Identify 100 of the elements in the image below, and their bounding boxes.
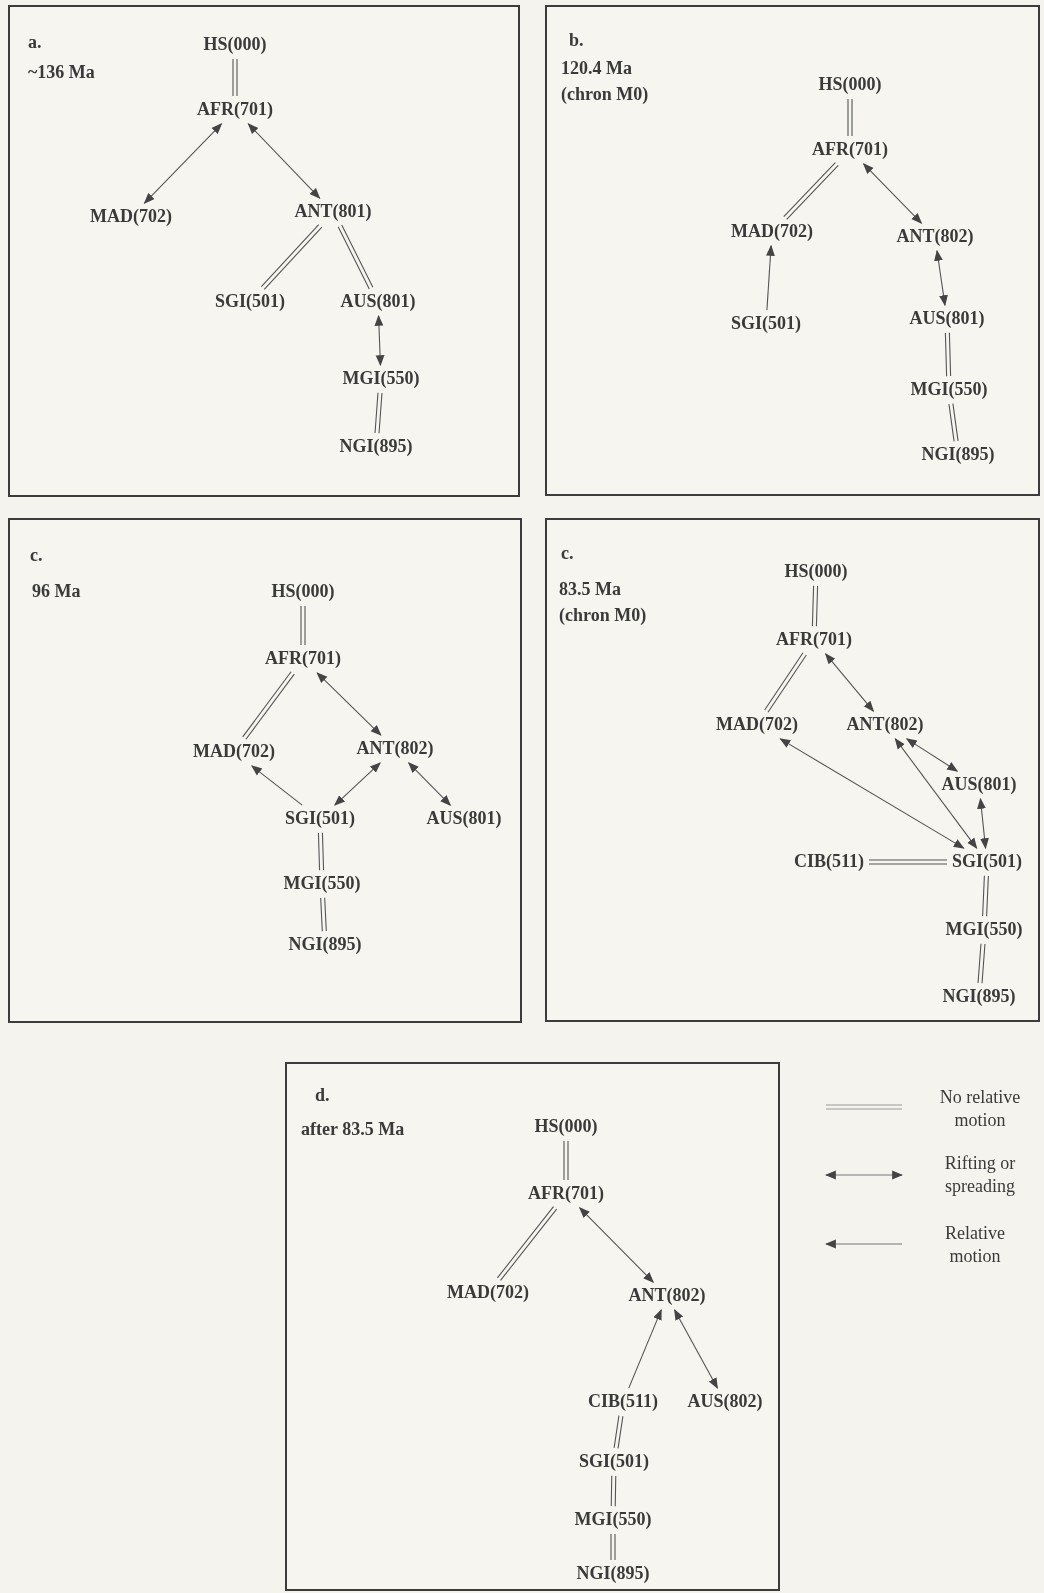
arrow <box>674 1308 718 1390</box>
plate-label: MAD(702) <box>714 714 800 736</box>
double-line <box>232 58 238 97</box>
plate-label: HS(000) <box>532 1116 600 1138</box>
plate-label: AUS(801) <box>424 808 504 830</box>
arrow <box>316 672 382 736</box>
plate-label: CIB(511) <box>792 851 866 873</box>
age-label: 96 Ma <box>32 580 81 603</box>
plate-label: NGI(895) <box>574 1563 652 1585</box>
plate-label: ANT(802) <box>354 738 436 760</box>
age-label: 120.4 Ma (chron M0) <box>561 57 650 107</box>
plate-label: NGI(895) <box>919 444 997 466</box>
arrow <box>894 738 978 849</box>
plate-label: ANT(801) <box>292 201 374 223</box>
plate-label: NGI(895) <box>940 986 1018 1008</box>
plate-label: AFR(701) <box>774 629 854 651</box>
plate-label: SGI(501) <box>950 851 1024 873</box>
plate-label: MAD(702) <box>88 206 174 228</box>
double-line <box>613 1415 624 1449</box>
plate-label: AUS(802) <box>685 1391 765 1413</box>
plate-label: MGI(550) <box>908 379 990 401</box>
plate-label: SGI(501) <box>577 1451 651 1473</box>
plate-label: SGI(501) <box>283 808 357 830</box>
arrow <box>250 765 303 806</box>
arrow <box>628 1308 662 1389</box>
plate-label: AFR(701) <box>195 99 275 121</box>
plate-label: ANT(802) <box>844 714 926 736</box>
plate-label: ANT(802) <box>626 1285 708 1307</box>
double-line <box>260 224 323 290</box>
age-label: after 83.5 Ma <box>301 1118 405 1141</box>
plate-label: ANT(802) <box>894 226 976 248</box>
double-line <box>337 224 374 290</box>
arrow <box>779 738 965 849</box>
double-line <box>610 1533 616 1561</box>
arrow <box>143 123 223 204</box>
panel-label: c. <box>30 544 43 567</box>
double-line <box>320 897 327 932</box>
plate-label: AUS(801) <box>907 308 987 330</box>
panel-label: a. <box>28 31 42 54</box>
arrow <box>905 738 959 772</box>
age-label: 83.5 Ma (chron M0) <box>559 578 648 628</box>
panel-frame <box>8 518 522 1023</box>
plate-label: HS(000) <box>201 34 269 56</box>
plate-label: MAD(702) <box>191 741 277 763</box>
double-line <box>847 98 853 137</box>
double-line <box>764 652 807 713</box>
plate-label: MAD(702) <box>445 1282 531 1304</box>
double-line <box>610 1475 617 1507</box>
panel-frame <box>285 1062 780 1591</box>
plate-label: NGI(895) <box>337 436 415 458</box>
double-line <box>300 605 306 646</box>
arrow <box>407 762 452 806</box>
plate-label: HS(000) <box>816 74 884 96</box>
plate-label: MGI(550) <box>340 368 422 390</box>
panel-label: b. <box>569 29 584 52</box>
double-line <box>563 1140 569 1181</box>
plate-label: HS(000) <box>782 561 850 583</box>
panel-frame <box>545 5 1040 496</box>
arrow <box>334 762 381 806</box>
plate-label: AFR(701) <box>263 648 343 670</box>
arrow <box>934 249 948 307</box>
panel-label: d. <box>315 1084 330 1107</box>
arrow <box>824 653 875 712</box>
double-line <box>783 161 839 221</box>
panel-frame <box>8 5 520 497</box>
plate-label: AUS(801) <box>338 291 418 313</box>
plate-label: MGI(550) <box>572 1509 654 1531</box>
plate-label: MAD(702) <box>729 221 815 243</box>
plate-label: AUS(801) <box>939 774 1019 796</box>
plate-label: SGI(501) <box>729 313 803 335</box>
arrow <box>247 123 321 199</box>
double-line <box>374 392 383 434</box>
plate-label: SGI(501) <box>213 291 287 313</box>
plate-label: AFR(701) <box>526 1183 606 1205</box>
panel-label: c. <box>561 542 574 565</box>
plate-label: MGI(550) <box>281 873 363 895</box>
plate-label: HS(000) <box>269 581 337 603</box>
plate-label: NGI(895) <box>286 934 364 956</box>
plate-label: AFR(701) <box>810 139 890 161</box>
double-line <box>977 943 986 984</box>
double-line <box>948 403 959 442</box>
panel-frame <box>545 518 1040 1022</box>
arrow <box>977 797 989 850</box>
arrow <box>374 314 385 367</box>
double-line <box>317 832 325 871</box>
arrow <box>579 1207 654 1283</box>
double-line <box>496 1206 558 1281</box>
double-line <box>982 875 989 917</box>
double-line <box>811 585 819 627</box>
arrow <box>862 163 923 224</box>
double-line <box>944 332 952 377</box>
age-label: ~136 Ma <box>28 61 95 84</box>
arrow <box>766 244 775 311</box>
plate-label: CIB(511) <box>586 1391 660 1413</box>
legend-text: Relative motion <box>944 1222 1006 1269</box>
double-line <box>242 671 295 740</box>
plate-label: MGI(550) <box>943 919 1025 941</box>
legend-text: No relative motion <box>938 1086 1022 1133</box>
double-line <box>868 859 948 865</box>
legend-text: Rifting or spreading <box>943 1152 1017 1199</box>
